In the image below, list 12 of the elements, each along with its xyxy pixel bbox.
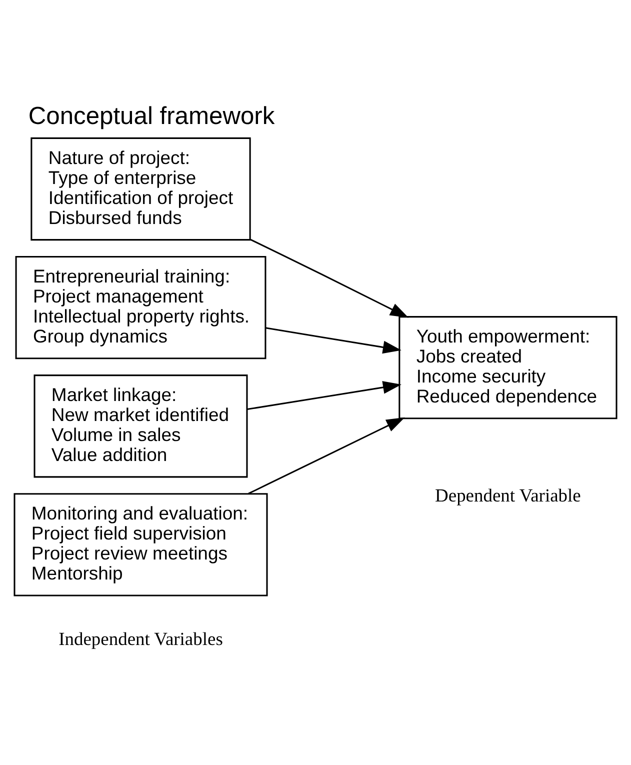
arrow	[248, 416, 405, 494]
node-box: Market linkage: New market identified Volume in sales Value addition	[34, 374, 248, 478]
node-box: Nature of project: Type of enterprise Identification of project Disbursed funds	[30, 136, 251, 240]
label: Independent Variables	[58, 628, 223, 648]
label: Dependent Variable	[435, 485, 581, 506]
arrow	[250, 238, 409, 318]
arrow	[265, 326, 402, 354]
node-box: Entrepreneurial training: Project management Intellectual property rights. Group dynamics	[15, 255, 266, 359]
diagram-title: Conceptual framework	[28, 102, 275, 130]
node-box: Monitoring and evaluation: Project field supervision Project review meetings Mentorship	[14, 492, 268, 596]
node-box: Youth empowerment: Jobs created Income security Reduced dependence	[398, 316, 618, 419]
arrow	[247, 380, 402, 410]
